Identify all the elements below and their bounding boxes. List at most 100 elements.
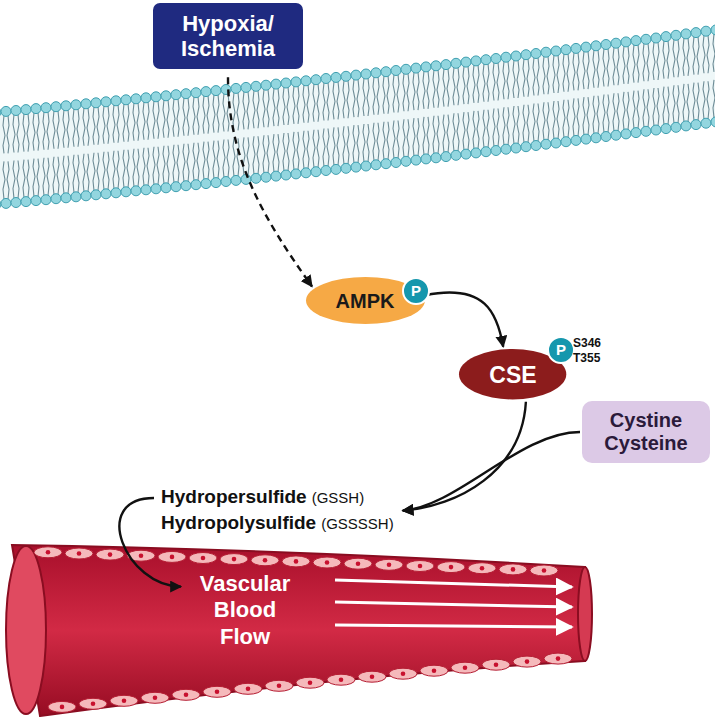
lipid-head (1, 198, 11, 208)
lipid-tail (427, 71, 429, 109)
lipid-tail (297, 86, 299, 124)
lipid-tail (573, 98, 575, 136)
lipid-head (381, 67, 391, 77)
lipid-tail (67, 110, 69, 148)
lipid-tail (707, 81, 709, 119)
endothelial-cell (234, 683, 262, 694)
lipid-tail (83, 108, 85, 146)
lipid-tail (673, 85, 675, 123)
lipid-head (191, 180, 201, 190)
substrate-box: Cystine Cysteine (582, 401, 710, 463)
lipid-tail (443, 69, 445, 107)
cell-nucleus (153, 696, 158, 701)
lipid-head (621, 129, 631, 139)
endothelial-cell (544, 653, 572, 664)
lipid-head (151, 184, 161, 194)
lipid-head (111, 96, 121, 106)
endothelial-cell (406, 561, 434, 572)
lipid-tail (677, 85, 679, 123)
lipid-head (251, 81, 261, 91)
cell-nucleus (77, 551, 82, 556)
lipid-head (511, 51, 521, 61)
lipid-tail (133, 149, 135, 187)
lipid-tail (107, 106, 109, 144)
node-label: Cystine Cysteine (604, 409, 687, 455)
lipid-head (231, 83, 241, 93)
lipid-tail (127, 150, 129, 188)
lipid-tail (643, 89, 645, 127)
cell-nucleus (339, 677, 344, 682)
lipid-tail (147, 148, 149, 186)
lipid-tail (217, 95, 219, 133)
lipid-tail (187, 98, 189, 136)
lipid-tail (577, 52, 579, 90)
lipid-head (661, 124, 671, 134)
lipid-heads (0, 25, 715, 210)
lipid-tail (617, 47, 619, 85)
endothelial-cell (65, 548, 93, 559)
lipid-tail (97, 153, 99, 191)
lipid-tail (703, 81, 705, 119)
lipid-tail (113, 151, 115, 189)
cell-nucleus (246, 687, 251, 692)
lipid-head (81, 99, 91, 109)
lipid-tail (693, 83, 695, 121)
endothelial-cell (513, 656, 541, 667)
lipid-tail (377, 77, 379, 115)
lipid-tail (637, 91, 639, 129)
node-label: Vascular Blood Flow (200, 571, 291, 650)
lipid-head (1, 106, 11, 116)
lipid-head (351, 70, 361, 80)
lipid-tail (333, 127, 335, 165)
cell-nucleus (108, 552, 113, 557)
lipid-tail (467, 66, 469, 104)
lipid-tail (353, 79, 355, 117)
endothelial-cell (375, 559, 403, 570)
lipid-tail (173, 145, 175, 183)
lipid-tail (397, 75, 399, 113)
lipid-head (461, 149, 471, 159)
lipid-head (391, 66, 401, 76)
lipid-tail (203, 96, 205, 134)
lipid-head (291, 169, 301, 179)
lipid-tail (283, 133, 285, 171)
chemical-name: Hydropersulfide (161, 486, 307, 507)
cell-nucleus (370, 674, 375, 679)
cell-nucleus (356, 561, 361, 566)
lipid-tail (417, 72, 419, 110)
lipid-head (381, 159, 391, 169)
lipid-tail (457, 67, 459, 105)
lipid-tail (423, 71, 425, 109)
vessel-lumen (6, 546, 46, 714)
lipid-tail (93, 107, 95, 145)
lipid-tail (317, 84, 319, 122)
lipid-head (71, 100, 81, 110)
lipid-head (711, 117, 715, 127)
lipid-tail (157, 147, 159, 185)
lipid-head (281, 170, 291, 180)
endothelial-cell (189, 553, 217, 564)
text-holder: Hydropersulfide(GSSH)Hydropolysulfide(GS… (161, 484, 394, 537)
lipid-tail (143, 102, 145, 140)
lipid-tail (713, 34, 715, 72)
pathway-arrow (425, 292, 503, 346)
lipid-head (501, 52, 511, 62)
lipid-tail (413, 72, 415, 110)
lipid-head (311, 75, 321, 85)
lipid-head (591, 133, 601, 143)
lipid-tail (677, 39, 679, 77)
lipid-head (201, 179, 211, 189)
lipid-tail (507, 61, 509, 99)
lipid-tail (43, 112, 45, 150)
endothelial-cell (96, 549, 124, 560)
lipid-tail (483, 64, 485, 102)
lipid-tail (683, 38, 685, 76)
lipid-tail (417, 118, 419, 156)
lipid-head (501, 144, 511, 154)
lipid-head (171, 90, 181, 100)
lipid-tail (653, 88, 655, 126)
lipid-tail (237, 138, 239, 176)
lipid-tail (653, 42, 655, 80)
lipid-tail (243, 91, 245, 129)
